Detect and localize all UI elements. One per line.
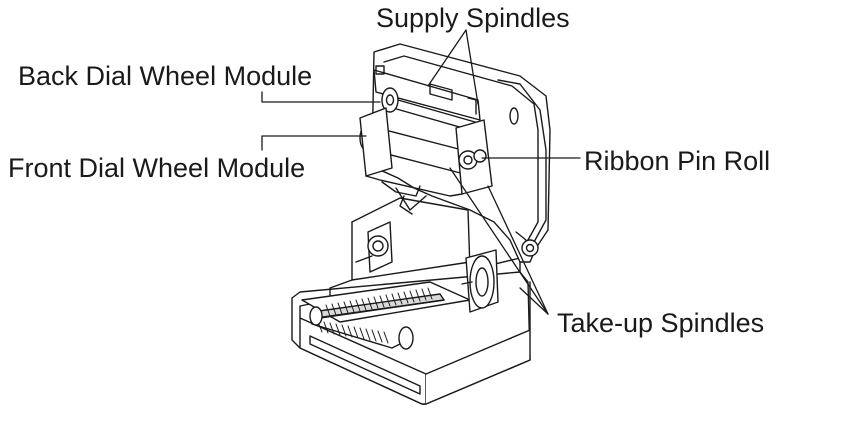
ribbon-mechanism (359, 65, 493, 215)
label-back-dial-wheel-module: Back Dial Wheel Module (18, 61, 313, 91)
label-front-dial-wheel-module: Front Dial Wheel Module (8, 153, 306, 183)
callout-leaders (261, 29, 581, 315)
media-guide (301, 281, 471, 350)
media-holder-right (461, 249, 499, 313)
media-holder-left (355, 221, 393, 273)
label-take-up-spindles: Take-up Spindles (557, 308, 765, 338)
label-ribbon-pin-roll: Ribbon Pin Roll (584, 146, 771, 176)
label-supply-spindles: Supply Spindles (376, 3, 570, 33)
